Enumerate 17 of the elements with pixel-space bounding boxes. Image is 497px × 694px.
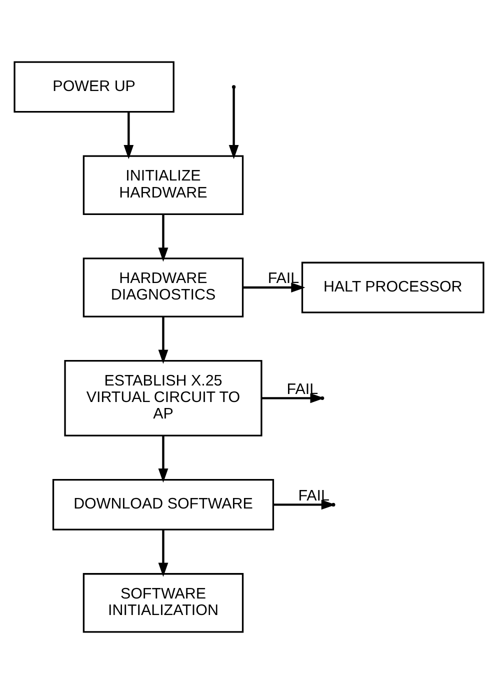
edge-label: FAIL: [298, 487, 329, 504]
node-box: INITIALIZE HARDWARE: [82, 155, 244, 216]
arrow: [228, 88, 238, 160]
node-box: HALT PROCESSOR: [300, 262, 484, 314]
node-box: POWER UP: [13, 61, 174, 113]
edge-label: FAIL: [267, 270, 299, 288]
arrow: [123, 112, 134, 160]
arrow: [158, 316, 168, 364]
arrow: [242, 282, 305, 292]
node-box: HARDWARE DIAGNOSTICS: [82, 258, 244, 318]
node-box: ESTABLISH X.25 VIRTUAL CIRCUIT TO AP: [64, 360, 262, 436]
node-box: DOWNLOAD SOFTWARE: [52, 478, 274, 530]
arrow: [158, 530, 168, 577]
arrow: [158, 214, 168, 262]
edge-label: FAIL: [286, 380, 318, 398]
node-box: SOFTWARE INITIALIZATION: [82, 573, 244, 633]
arrow: [158, 436, 168, 483]
